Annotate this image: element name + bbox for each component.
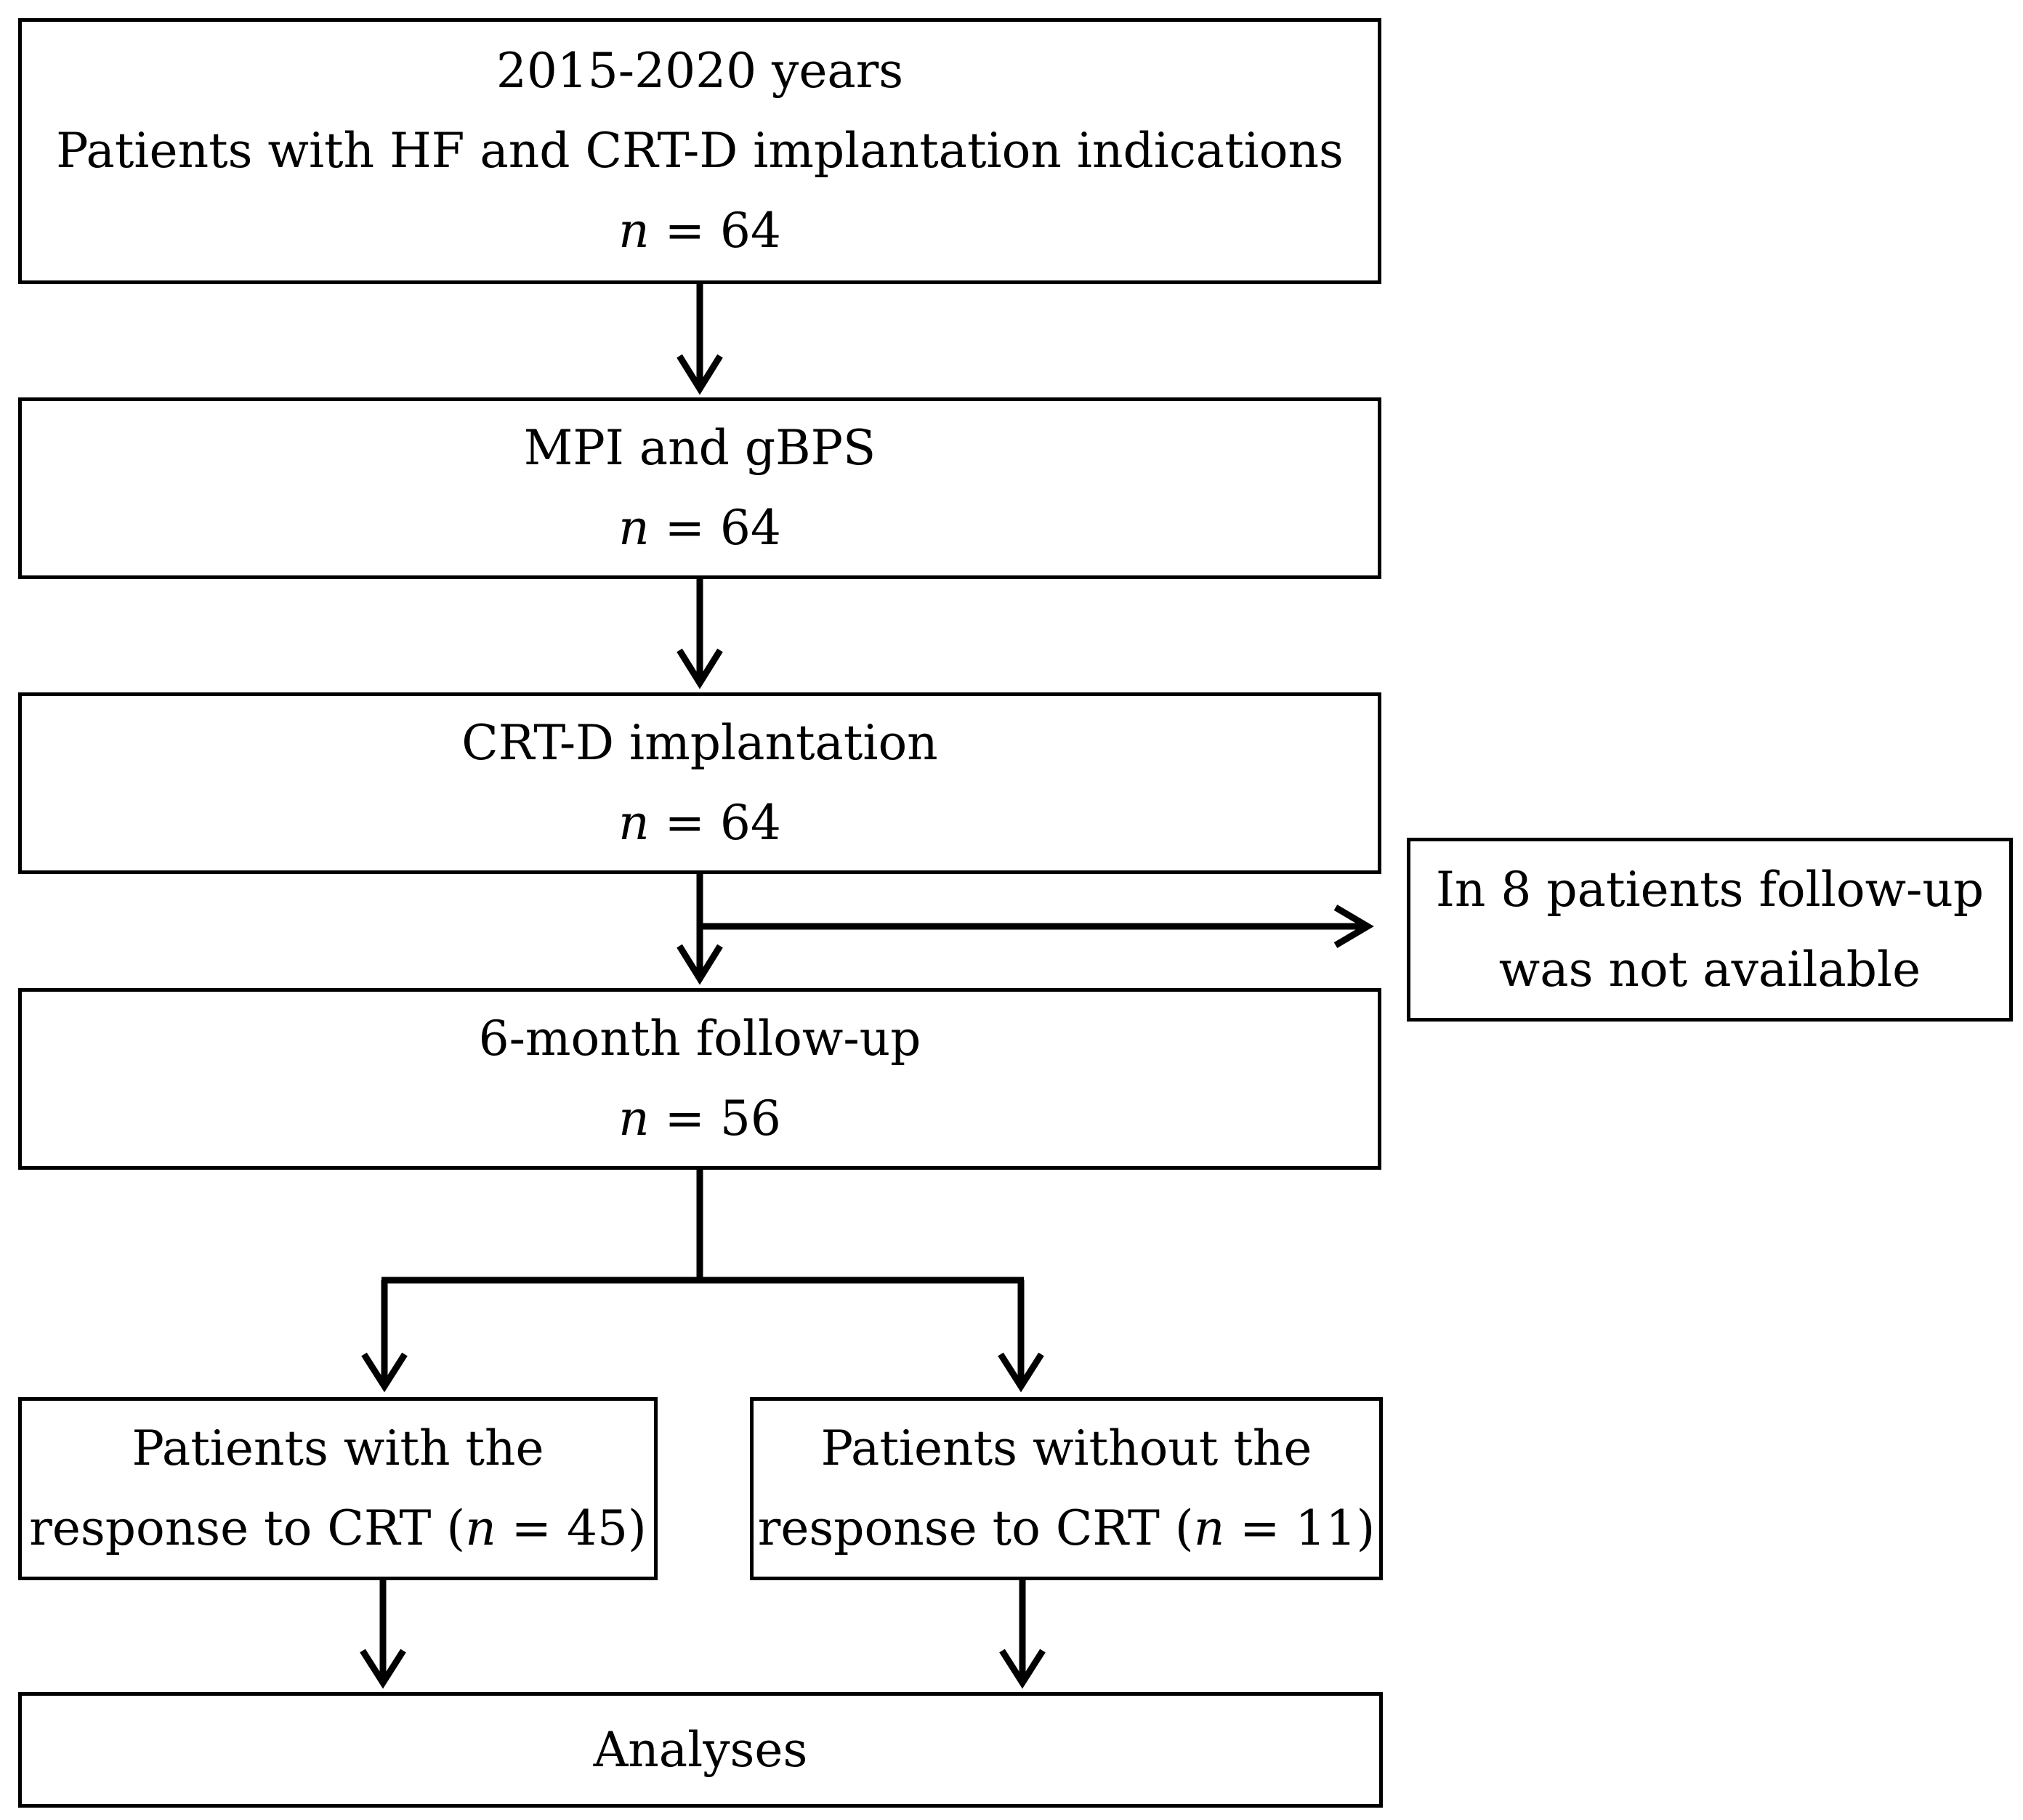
n-symbol: n	[1193, 1500, 1225, 1556]
box-analyses: Analyses	[18, 1692, 1383, 1808]
box-non-responders: Patients without the response to CRT (n …	[750, 1397, 1383, 1580]
box-follow-up-not-available: In 8 patients follow-up was not availabl…	[1407, 838, 2013, 1022]
box5-line1: Patients with the	[132, 1420, 544, 1476]
box-patients-with-hf: 2015-2020 years Patients with HF and CRT…	[18, 18, 1381, 284]
count-value: = 56	[649, 1091, 781, 1146]
arrow-box2-to-box3-head	[677, 648, 723, 689]
n-symbol: n	[618, 500, 650, 556]
box6-line1: Patients without the	[820, 1420, 1312, 1476]
n-symbol: n	[618, 795, 650, 851]
count-value: = 64	[649, 795, 781, 851]
box5-line2-prefix: response to CRT (	[29, 1500, 466, 1556]
arrow-to-side-box-head	[1333, 905, 1374, 948]
count-value: = 45)	[496, 1500, 647, 1556]
box1-count: n = 64	[618, 191, 781, 271]
count-value: = 11)	[1224, 1500, 1376, 1556]
box6-line2: response to CRT (n = 11)	[758, 1489, 1375, 1569]
box4-count: n = 56	[618, 1079, 781, 1159]
box6-line2-prefix: response to CRT (	[757, 1500, 1194, 1556]
side-box-line2: was not available	[1498, 941, 1921, 998]
box5-line2: response to CRT (n = 45)	[29, 1489, 646, 1569]
box-crt-d-implantation: CRT-D implantation n = 64	[18, 692, 1381, 874]
arrow-box3-to-box4-head	[677, 944, 723, 985]
n-symbol: n	[465, 1500, 496, 1556]
box4-title-text: 6-month follow-up	[478, 1011, 921, 1067]
arrow-split-to-box6-head	[998, 1352, 1044, 1393]
side-box-line1: In 8 patients follow-up	[1435, 861, 1984, 918]
n-symbol: n	[618, 203, 650, 259]
box2-title-text: MPI and gBPS	[523, 420, 876, 476]
count-value: = 64	[649, 203, 781, 259]
box1-years-text: 2015-2020 years	[496, 43, 904, 99]
box7-title-text: Analyses	[593, 1721, 808, 1778]
arrow-split-to-box5-head	[361, 1352, 408, 1393]
arrow-box6-to-box7-head	[999, 1649, 1046, 1689]
count-value: = 64	[649, 500, 781, 556]
box-mpi-gbps: MPI and gBPS n = 64	[18, 397, 1381, 579]
box-6-month-follow-up: 6-month follow-up n = 56	[18, 988, 1381, 1170]
box3-count: n = 64	[618, 783, 781, 863]
arrow-box1-to-box2-head	[677, 354, 723, 395]
box1-description-text: Patients with HF and CRT-D implantation …	[56, 123, 1344, 179]
arrow-box5-to-box7-head	[360, 1649, 406, 1689]
n-symbol: n	[618, 1091, 650, 1146]
box2-count: n = 64	[618, 488, 781, 568]
box3-title-text: CRT-D implantation	[461, 715, 938, 771]
box-responders: Patients with the response to CRT (n = 4…	[18, 1397, 658, 1580]
